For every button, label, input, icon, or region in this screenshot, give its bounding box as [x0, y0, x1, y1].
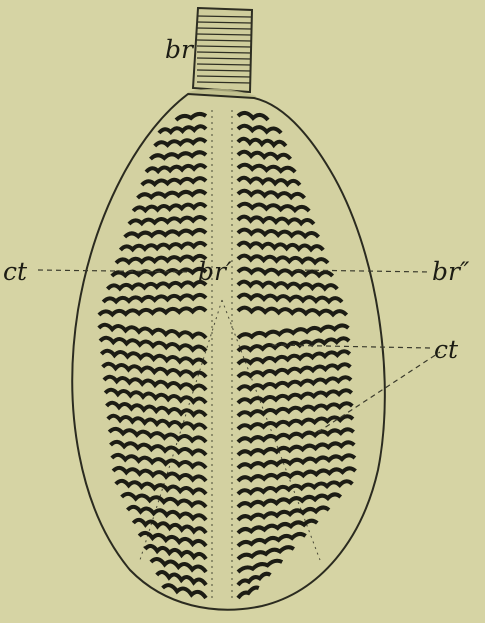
- label-br: br: [165, 35, 195, 64]
- label-br-double-prime: br″: [432, 257, 470, 286]
- label-br-prime: br′: [198, 257, 232, 286]
- label-ct-right: ct: [434, 335, 459, 364]
- label-ct-left: ct: [3, 257, 28, 286]
- gill-stalk: [186, 8, 256, 104]
